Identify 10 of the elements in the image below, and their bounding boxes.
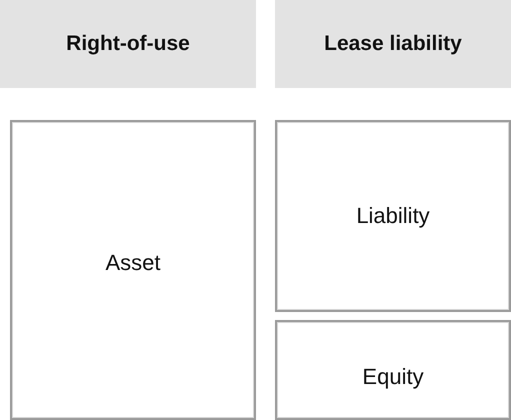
header-label: Lease liability — [324, 32, 462, 56]
section-box — [10, 120, 256, 420]
section-box — [275, 320, 511, 420]
section-label: Liability — [356, 203, 430, 229]
header-band — [0, 0, 256, 88]
header-band — [275, 0, 511, 88]
header-label: Right-of-use — [66, 32, 190, 56]
section-label: Equity — [362, 364, 424, 390]
section-label: Asset — [105, 250, 161, 276]
section-box — [275, 120, 511, 312]
